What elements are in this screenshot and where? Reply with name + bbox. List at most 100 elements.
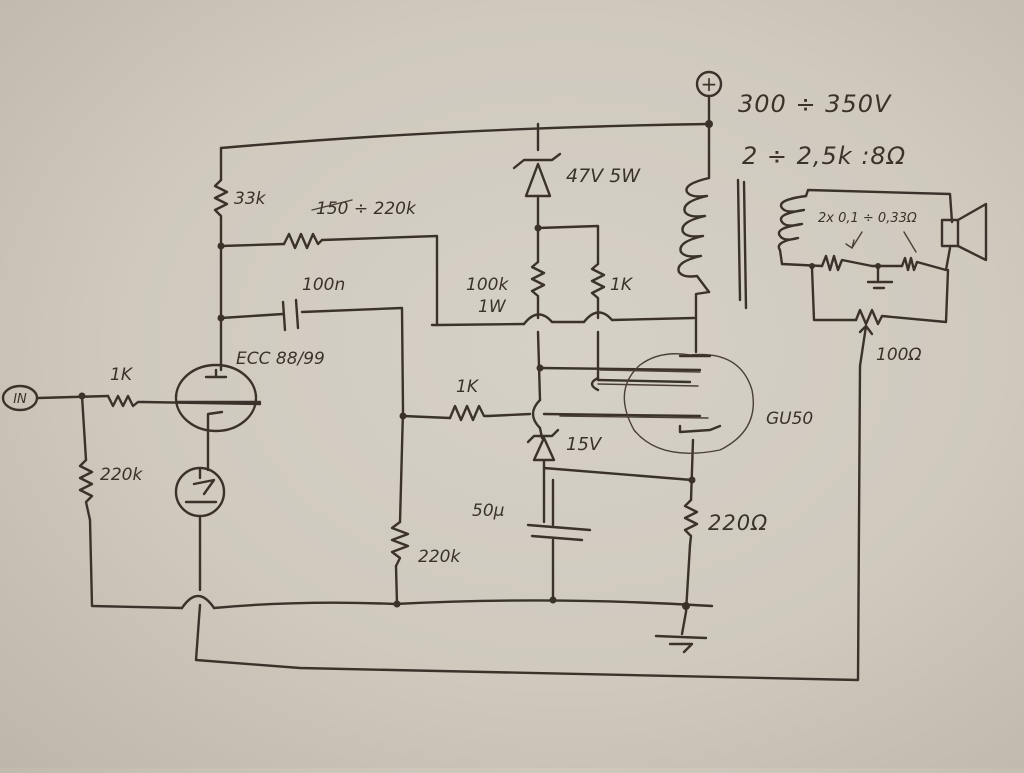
wire [88, 518, 184, 610]
junction-dot [705, 120, 713, 128]
wire [219, 242, 286, 248]
annotation-arrow [903, 231, 917, 253]
crossover-hop [180, 594, 216, 610]
wire [401, 414, 452, 420]
zener-bar [512, 152, 562, 170]
crossover-hop [582, 311, 614, 324]
wire-output-plate [694, 290, 711, 354]
ground-icon [654, 634, 708, 654]
junction-dot [688, 476, 696, 484]
resistor-input-1k [106, 394, 145, 408]
ground-symbol-secondary [866, 264, 894, 290]
speaker-magnet [940, 218, 960, 248]
c-bypass-label: 50µ [472, 501, 505, 521]
resistor-sense-2 [900, 246, 952, 272]
bplus-terminal: + [695, 70, 723, 98]
tube-anode [204, 368, 228, 379]
zener-triangle [524, 162, 552, 198]
r-screen-feed-power-label: 1W [478, 297, 507, 317]
r-cathode-label: 220Ω [708, 511, 768, 535]
capacitor-bypass [526, 478, 592, 542]
tube-grids [559, 369, 709, 419]
secondary-circuit [780, 188, 954, 368]
input-label: IN [13, 392, 27, 407]
wire [680, 543, 692, 636]
zener-top [512, 152, 562, 198]
wire [394, 564, 399, 606]
crossover-hop [590, 376, 600, 392]
r-screen-stopper-label: 1K [610, 275, 634, 295]
zener-bias-label: 15V [566, 434, 603, 455]
wire [804, 188, 954, 224]
wire-ground-rail [212, 599, 714, 610]
transformer-ratio-label: 2 ÷ 2,5k :8Ω [742, 142, 906, 170]
crossover-hop [531, 398, 542, 430]
input-terminal [1, 384, 39, 412]
resistor-screen-1k [590, 262, 606, 302]
junction-dot [393, 600, 401, 608]
junction-dot [682, 602, 690, 610]
wire [219, 312, 285, 320]
r-grid-stopper-out-label: 1K [456, 377, 480, 397]
r-feedback-label: 150 ÷ 220k [316, 199, 417, 219]
wire-cathode-link [542, 466, 694, 482]
wire-bplus-rail [219, 122, 711, 150]
junction-dot [217, 314, 225, 322]
wire [689, 438, 695, 502]
ground-symbol [654, 634, 708, 654]
supply-voltage-label: 300 ÷ 350V [738, 90, 892, 118]
output-transformer [677, 176, 808, 310]
wire [398, 408, 405, 524]
output-tube [559, 353, 754, 454]
resistor-feedback [282, 232, 324, 250]
wire-coupling [300, 306, 405, 412]
resistor-output-220k [390, 520, 410, 568]
wire-plate-feed [435, 316, 696, 327]
wire-g2 [596, 378, 692, 384]
zener-triangle [532, 436, 556, 462]
resistor-33k [213, 178, 229, 220]
ccs-device [174, 466, 226, 518]
ccs-symbol [184, 468, 218, 504]
r-screen-feed-label: 100k [466, 275, 509, 295]
resistor-output-grid-1k [448, 404, 490, 422]
capacitor-coupling [281, 298, 300, 332]
speaker-cone [956, 202, 988, 262]
r-sense-label: 2x 0,1 ÷ 0,33Ω [818, 211, 917, 226]
r-grid-stopper-in-label: 1K [110, 365, 134, 385]
resistor-input-220k [78, 458, 94, 522]
resistor-sense-1 [820, 254, 874, 272]
wire [80, 394, 88, 462]
wire [810, 266, 858, 322]
junction-dot [809, 263, 815, 269]
strikeout-mark [311, 199, 353, 211]
capacitor-plates [281, 298, 300, 332]
junction-dot [875, 263, 881, 269]
resistor-cathode-220 [683, 498, 699, 547]
crossover-hop [522, 313, 554, 326]
transformer-primary [677, 176, 711, 294]
resistor-100k [530, 260, 546, 300]
junction-dot [549, 596, 557, 604]
wire-feedback [320, 234, 439, 327]
wire [780, 262, 824, 268]
transformer-secondary [777, 194, 808, 266]
speaker-icon [940, 202, 988, 262]
ccs-envelope [174, 466, 226, 518]
tube-envelope [174, 363, 258, 433]
junction-dot [217, 242, 225, 250]
annotation-arrow [845, 231, 863, 250]
zener-bias [526, 428, 560, 462]
plus-icon: + [701, 72, 718, 96]
wire-input [36, 394, 110, 400]
zener-top-label: 47V 5W [566, 165, 641, 187]
wire [536, 224, 600, 266]
output-tube-label: GU50 [766, 409, 813, 429]
tube-cathode [206, 410, 224, 422]
bplus-terminal-circle [695, 70, 723, 98]
pot-balance-label: 100Ω [876, 345, 921, 365]
pot-wiper-arrow [858, 324, 874, 368]
wire-pot-return [194, 364, 862, 682]
